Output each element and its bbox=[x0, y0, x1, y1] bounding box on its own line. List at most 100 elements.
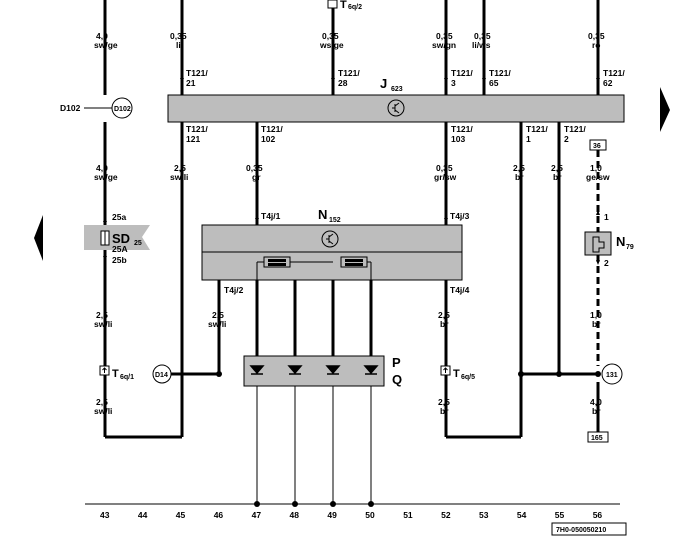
svg-text:21: 21 bbox=[186, 78, 196, 88]
column-number: 46 bbox=[214, 510, 224, 520]
d14-connector bbox=[152, 364, 172, 384]
column-number: 44 bbox=[138, 510, 148, 520]
svg-text:4,0: 4,0 bbox=[96, 163, 108, 173]
n79-pin-1: 1 bbox=[604, 212, 609, 222]
svg-text:gr: gr bbox=[252, 172, 261, 182]
n79-sub: 79 bbox=[626, 244, 634, 251]
svg-text:1: 1 bbox=[526, 134, 531, 144]
t6q2-sub: 6q/2 bbox=[348, 4, 362, 11]
svg-text:ws/ge: ws/ge bbox=[319, 40, 344, 50]
t6q5-sub: 6q/5 bbox=[461, 374, 475, 381]
svg-text:br: br bbox=[592, 319, 601, 329]
column-number: 45 bbox=[176, 510, 186, 520]
svg-text:65: 65 bbox=[489, 78, 499, 88]
svg-text:li/ws: li/ws bbox=[472, 40, 491, 50]
svg-text:T121/: T121/ bbox=[489, 68, 511, 78]
svg-text:62: 62 bbox=[603, 78, 613, 88]
svg-text:0,35: 0,35 bbox=[474, 31, 491, 41]
p-label: P bbox=[392, 355, 401, 370]
svg-text:br: br bbox=[515, 172, 524, 182]
d102-left-label: D102 bbox=[60, 103, 81, 113]
d14-label: D14 bbox=[155, 372, 168, 379]
q-label: Q bbox=[392, 372, 402, 387]
column-number: 50 bbox=[365, 510, 375, 520]
next-page-arrow-icon[interactable] bbox=[660, 87, 670, 132]
column-number: 51 bbox=[403, 510, 413, 520]
svg-text:0,35: 0,35 bbox=[588, 31, 605, 41]
svg-text:2,5: 2,5 bbox=[212, 310, 224, 320]
svg-text:0,35: 0,35 bbox=[246, 163, 263, 173]
n79-pin-2: 2 bbox=[604, 258, 609, 268]
n152-label: N bbox=[318, 207, 327, 222]
wire-spec-labels: 4,0 sw/ge 4,0 sw/ge 2,5 sw/li 2,5 sw/li … bbox=[94, 31, 610, 416]
svg-text:2,5: 2,5 bbox=[513, 163, 525, 173]
svg-text:br: br bbox=[440, 406, 449, 416]
svg-text:sw/ge: sw/ge bbox=[94, 172, 118, 182]
svg-text:gr/sw: gr/sw bbox=[434, 172, 457, 182]
svg-text:2,5: 2,5 bbox=[438, 397, 450, 407]
svg-text:sw/li: sw/li bbox=[170, 172, 188, 182]
junction-dot bbox=[595, 371, 601, 377]
column-number: 54 bbox=[517, 510, 527, 520]
svg-text:4,0: 4,0 bbox=[590, 397, 602, 407]
svg-text:2,5: 2,5 bbox=[438, 310, 450, 320]
svg-text:br: br bbox=[553, 172, 562, 182]
svg-text:102: 102 bbox=[261, 134, 275, 144]
t6q1-t: T bbox=[112, 368, 119, 380]
junction-dot bbox=[556, 371, 562, 377]
sd25-pin-out: 25b bbox=[112, 255, 127, 265]
sd25-pin-in: 25a bbox=[112, 212, 126, 222]
ground-dots bbox=[254, 501, 374, 507]
svg-text:T121/: T121/ bbox=[526, 124, 548, 134]
ref-box-36 bbox=[589, 139, 607, 151]
svg-text:br: br bbox=[592, 406, 601, 416]
svg-text:T4j/3: T4j/3 bbox=[450, 211, 470, 221]
sd25-rating: 25A bbox=[112, 244, 128, 254]
junction-dot bbox=[518, 371, 524, 377]
junction-dot bbox=[216, 371, 222, 377]
svg-text:4,0: 4,0 bbox=[96, 31, 108, 41]
ref-box-165 bbox=[587, 431, 609, 443]
svg-text:1,0: 1,0 bbox=[590, 163, 602, 173]
t6q2-connector bbox=[327, 0, 338, 9]
svg-text:li: li bbox=[176, 40, 181, 50]
svg-text:T121/: T121/ bbox=[451, 68, 473, 78]
column-number: 53 bbox=[479, 510, 489, 520]
j623-label: J bbox=[380, 76, 387, 91]
diode-icons bbox=[249, 365, 379, 375]
svg-text:T121/: T121/ bbox=[261, 124, 283, 134]
svg-text:0,35: 0,35 bbox=[436, 163, 453, 173]
ref-box-165-label: 165 bbox=[591, 435, 603, 442]
svg-text:br: br bbox=[440, 319, 449, 329]
t6q2-t: T bbox=[340, 0, 347, 11]
svg-text:2,5: 2,5 bbox=[174, 163, 186, 173]
d102-connector bbox=[111, 97, 133, 119]
d102-circle-label: D102 bbox=[114, 106, 131, 113]
svg-text:T121/: T121/ bbox=[451, 124, 473, 134]
pin-labels: T121/ 21 T121/ 28 T121/ 3 T121/ 65 T121/… bbox=[186, 68, 625, 295]
transistor-icon bbox=[321, 230, 339, 248]
svg-text:2: 2 bbox=[564, 134, 569, 144]
column-number: 55 bbox=[555, 510, 565, 520]
svg-text:T121/: T121/ bbox=[338, 68, 360, 78]
svg-text:T121/: T121/ bbox=[564, 124, 586, 134]
diagram-id: 7H0-050050210 bbox=[556, 527, 606, 534]
n152-sub: 152 bbox=[329, 217, 341, 224]
svg-text:sw/li: sw/li bbox=[208, 319, 226, 329]
svg-text:T4j/1: T4j/1 bbox=[261, 211, 281, 221]
column-number: 56 bbox=[593, 510, 603, 520]
ref-box-36-label: 36 bbox=[593, 143, 601, 150]
column-number: 49 bbox=[327, 510, 337, 520]
svg-text:3: 3 bbox=[451, 78, 456, 88]
svg-text:0,35: 0,35 bbox=[436, 31, 453, 41]
previous-page-arrow-icon[interactable] bbox=[34, 215, 43, 261]
diagram-id-box bbox=[551, 522, 627, 536]
column-number: 52 bbox=[441, 510, 451, 520]
column-number: 48 bbox=[290, 510, 300, 520]
relay-coils bbox=[256, 256, 372, 280]
t6q5-t: T bbox=[453, 368, 460, 380]
svg-text:sw/gn: sw/gn bbox=[432, 40, 456, 50]
n79-label: N bbox=[616, 234, 625, 249]
